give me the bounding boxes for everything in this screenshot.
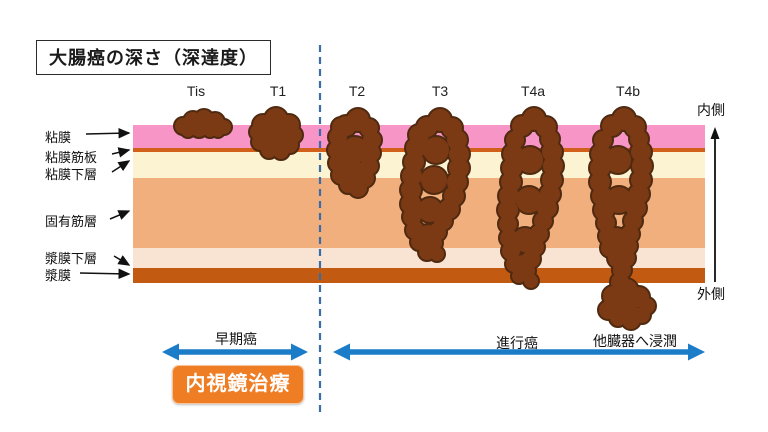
layer-label-mucosa: 粘膜: [45, 130, 72, 145]
layer-pointer-arrows: [79, 127, 131, 280]
inner-side-label: 内側: [697, 102, 725, 118]
early-arrowhead-left: [162, 343, 179, 361]
endoscopic-treatment-badge: 内視鏡治療: [172, 365, 304, 404]
pointer-arrow-submucosa: [111, 160, 131, 173]
layer-label-muscularis-propria: 固有筋層: [45, 214, 98, 229]
inner-outer-arrowhead: [710, 127, 720, 139]
advanced-cancer-range-arrow: [333, 343, 705, 361]
layer-label-serosa: 漿膜: [45, 268, 72, 283]
tumor-t4b: [588, 106, 657, 331]
stage-label-t4a: T4a: [520, 83, 546, 99]
inner-outer-arrow: [710, 127, 720, 282]
tumor-t1: [248, 106, 304, 161]
tumor-shapes: [173, 106, 657, 331]
early-cancer-range-arrow: [162, 343, 308, 361]
outer-side-label: 外側: [697, 286, 725, 302]
stage-label-t3: T3: [431, 83, 449, 99]
pointer-arrow-muscularis-propria: [109, 210, 131, 220]
stage-label-t2: T2: [348, 83, 366, 99]
pointer-arrow-serosa: [79, 268, 131, 280]
layer-label-subserosa: 漿膜下層: [45, 251, 98, 266]
other-organ-invasion-label: 他臓器へ浸潤: [593, 333, 677, 349]
pointer-arrow-subserosa: [113, 255, 131, 266]
stage-label-t1: T1: [269, 83, 287, 99]
advanced-arrowhead-left: [333, 343, 350, 361]
pointer-arrow-muscularis-mucosae: [111, 147, 131, 158]
advanced-arrowhead-right: [688, 343, 705, 361]
stage-label-tis: Tis: [186, 83, 206, 99]
advanced-cancer-label: 進行癌: [496, 335, 538, 351]
pointer-arrow-mucosa: [85, 127, 131, 139]
stage-label-t4b: T4b: [615, 83, 641, 99]
tumor-tis: [173, 108, 233, 139]
page-title: 大腸癌の深さ（深達度）: [36, 40, 271, 75]
layer-label-submucosa: 粘膜下層: [45, 167, 98, 182]
layer-band-serosa: [133, 268, 705, 283]
tumor-t3: [399, 107, 471, 263]
tumor-t4a: [496, 106, 565, 290]
layer-label-muscularis-mucosae: 粘膜筋板: [45, 150, 98, 165]
early-arrowhead-right: [291, 343, 308, 361]
tumor-t2: [326, 107, 383, 199]
early-cancer-label: 早期癌: [215, 331, 257, 347]
